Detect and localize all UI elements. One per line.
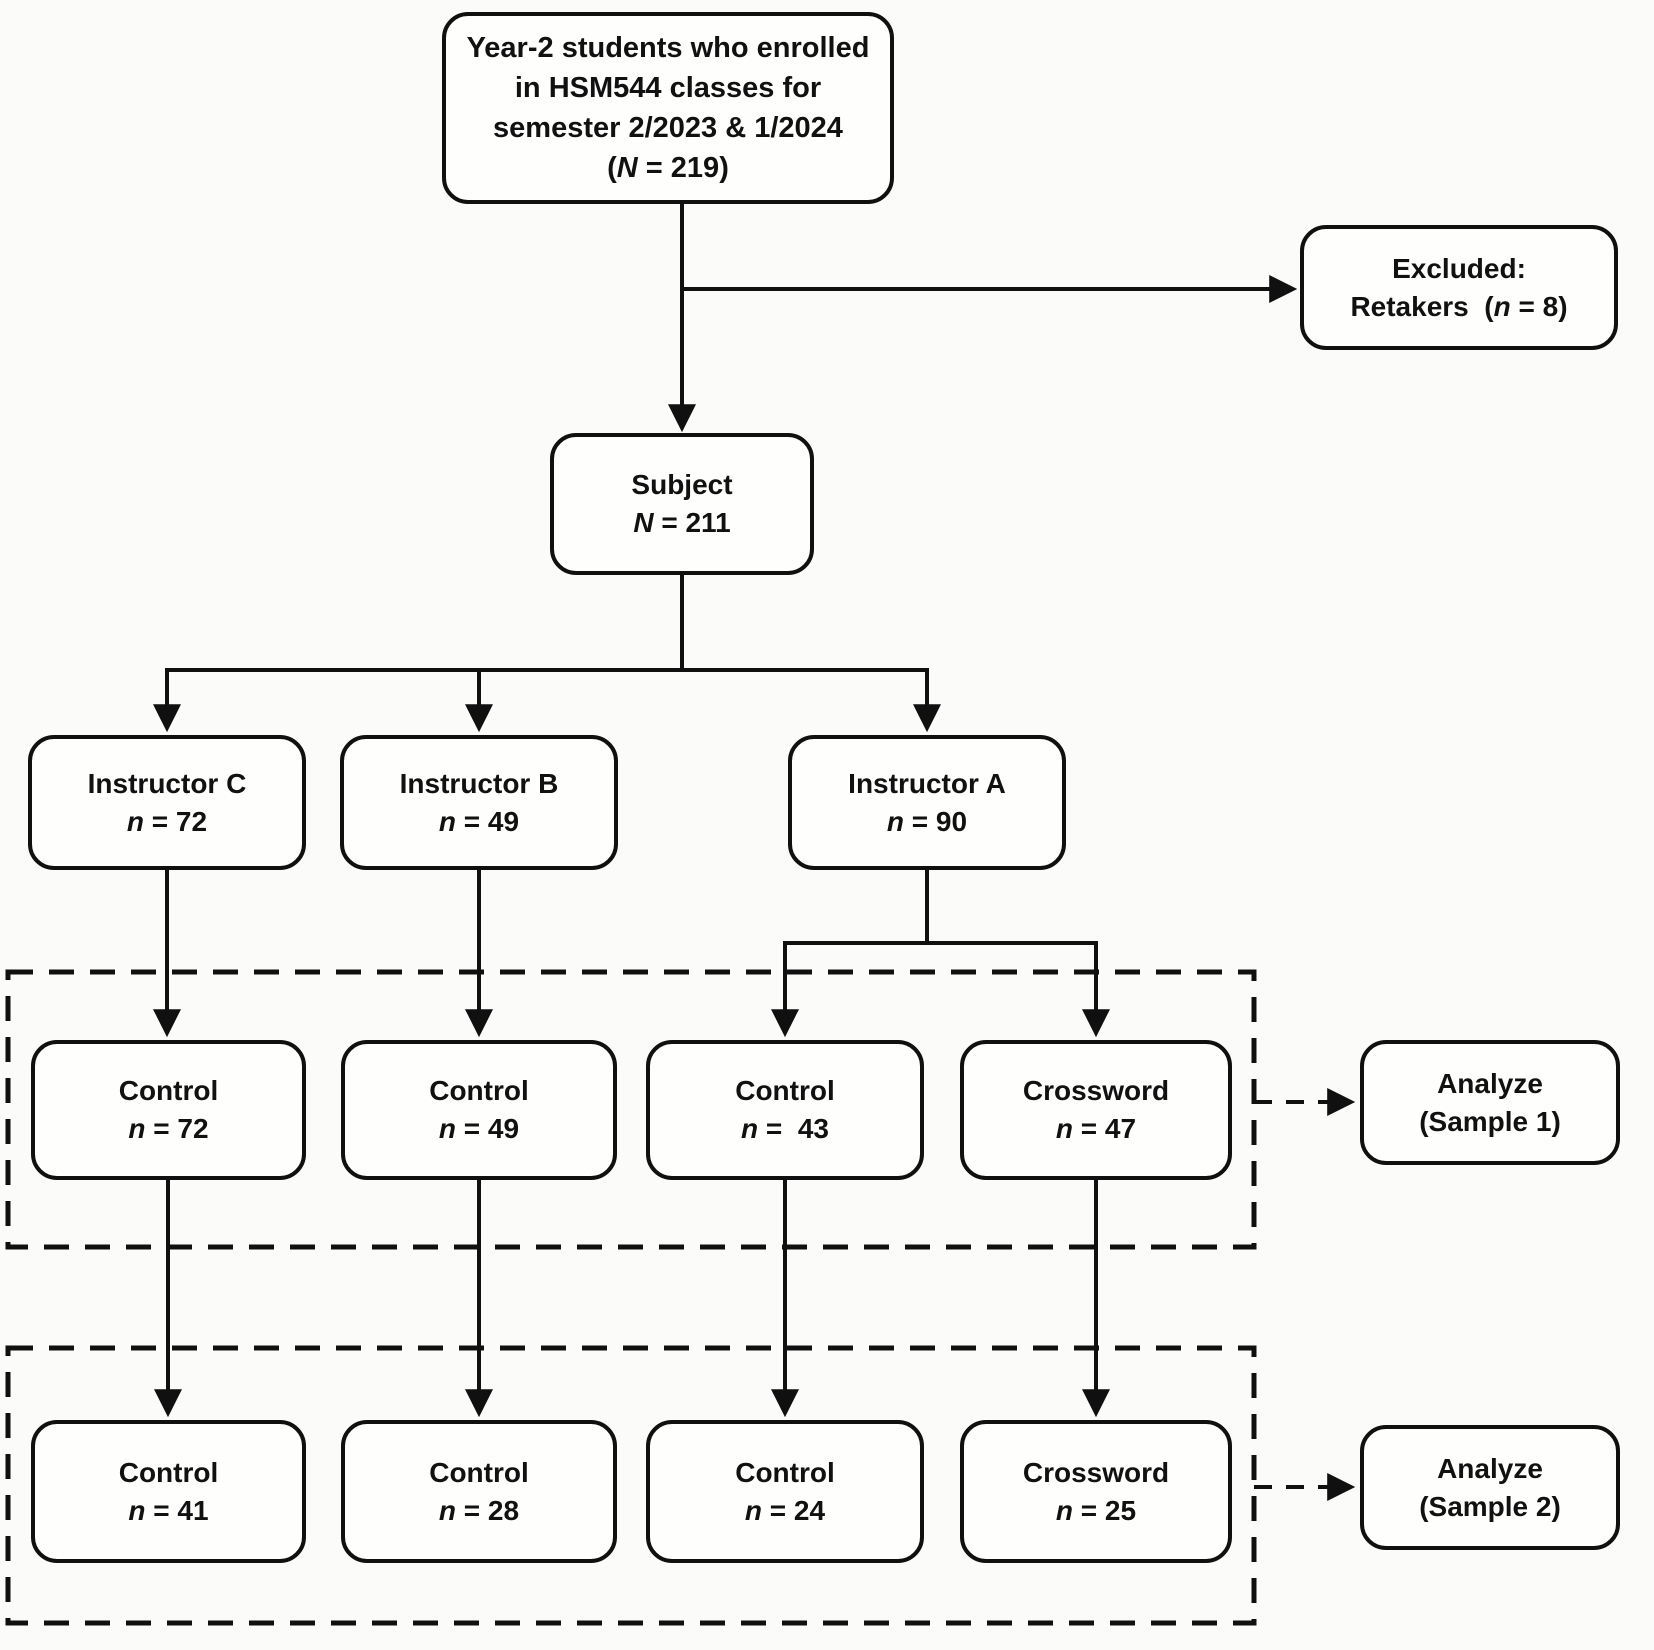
node-title-line: (Sample 2) bbox=[1419, 1490, 1561, 1522]
node-sample2-control-b: Control n = 28 bbox=[341, 1420, 617, 1563]
node-title-line: Instructor C bbox=[87, 767, 247, 799]
stat-variable: n bbox=[128, 1494, 146, 1526]
node-count: n = 28 bbox=[439, 1492, 519, 1530]
node-count: N = 211 bbox=[633, 504, 730, 542]
node-count: Retakers (n = 8) bbox=[1350, 288, 1567, 326]
stat-variable: n bbox=[128, 1113, 146, 1144]
node-sample1-control-b: Control n = 49 bbox=[341, 1040, 617, 1180]
stat-prefix: Retakers ( bbox=[1350, 290, 1494, 322]
node-count: (N = 219) bbox=[607, 148, 729, 188]
node-title-line: Analyze bbox=[1437, 1067, 1543, 1099]
node-title-line: semester 2/2023 & 1/2024 bbox=[493, 112, 843, 144]
stat-variable: n bbox=[744, 1494, 763, 1526]
stat-variable: n bbox=[1055, 1494, 1074, 1526]
node-count: n = 72 bbox=[127, 803, 207, 841]
stat-variable: n bbox=[438, 805, 457, 837]
node-title-line: Instructor A bbox=[848, 767, 1006, 799]
node-title-line: Instructor B bbox=[399, 767, 559, 799]
node-title-line: Crossword bbox=[1022, 1456, 1170, 1488]
stat-value: = 219 bbox=[637, 152, 720, 184]
node-analyze-sample1: Analyze (Sample 1) bbox=[1360, 1040, 1620, 1165]
stat-value: = 90 bbox=[904, 805, 968, 837]
stat-value: = 8 bbox=[1510, 290, 1559, 322]
stat-variable: n bbox=[438, 1494, 457, 1526]
node-instructor-b: Instructor B n = 49 bbox=[340, 735, 618, 870]
node-count: n = 47 bbox=[1056, 1110, 1136, 1148]
stat-value: = 49 bbox=[456, 805, 520, 837]
stat-variable: n bbox=[1055, 1113, 1074, 1144]
stat-variable: N bbox=[616, 152, 638, 184]
node-instructor-a: Instructor A n = 90 bbox=[788, 735, 1066, 870]
node-excluded: Excluded: Retakers (n = 8) bbox=[1300, 225, 1618, 350]
stat-suffix: ) bbox=[719, 152, 729, 184]
node-title-line: Control bbox=[429, 1075, 529, 1106]
node-title-line: Year-2 students who enrolled bbox=[466, 32, 870, 64]
stat-suffix: ) bbox=[1558, 290, 1568, 322]
stat-value: = 47 bbox=[1073, 1113, 1137, 1144]
stat-value: = 72 bbox=[145, 1113, 209, 1144]
node-count: n = 25 bbox=[1056, 1492, 1136, 1530]
node-sample1-crossword: Crossword n = 47 bbox=[960, 1040, 1232, 1180]
node-analyze-sample2: Analyze (Sample 2) bbox=[1360, 1425, 1620, 1550]
node-title-line: (Sample 1) bbox=[1419, 1105, 1561, 1137]
node-title-line: Excluded: bbox=[1392, 252, 1526, 284]
stat-prefix: ( bbox=[607, 152, 617, 184]
node-sample2-crossword: Crossword n = 25 bbox=[960, 1420, 1232, 1563]
stat-value: = 41 bbox=[145, 1494, 209, 1526]
node-title-line: Control bbox=[118, 1456, 219, 1488]
node-title-line: Analyze bbox=[1437, 1452, 1543, 1484]
node-title-line: Control bbox=[118, 1075, 219, 1106]
stat-variable: n bbox=[126, 805, 145, 837]
node-count: n = 41 bbox=[128, 1492, 208, 1530]
node-title-line: Crossword bbox=[1022, 1075, 1170, 1106]
stat-variable: n bbox=[438, 1113, 457, 1144]
node-title-line: Subject bbox=[631, 469, 733, 500]
stat-value: = 211 bbox=[653, 507, 731, 538]
stat-value: = 28 bbox=[456, 1494, 520, 1526]
stat-value: = 25 bbox=[1073, 1494, 1137, 1526]
node-count: n = 49 bbox=[439, 803, 519, 841]
node-count: n = 90 bbox=[887, 803, 967, 841]
node-instructor-c: Instructor C n = 72 bbox=[28, 735, 306, 870]
node-count: n = 72 bbox=[128, 1110, 208, 1148]
stat-value: = 72 bbox=[144, 805, 208, 837]
stat-value: = 49 bbox=[456, 1113, 520, 1144]
node-sample2-control-c: Control n = 41 bbox=[31, 1420, 306, 1563]
node-title-line: Control bbox=[735, 1456, 835, 1488]
stat-variable: N bbox=[633, 507, 654, 538]
stat-value: = 24 bbox=[762, 1494, 826, 1526]
node-enrolled-students: Year-2 students who enrolled in HSM544 c… bbox=[442, 12, 894, 204]
node-sample1-control-a: Control n = 43 bbox=[646, 1040, 924, 1180]
node-count: n = 24 bbox=[745, 1492, 825, 1530]
node-sample1-control-c: Control n = 72 bbox=[31, 1040, 306, 1180]
stat-variable: n bbox=[741, 1113, 759, 1144]
stat-value: = 43 bbox=[758, 1113, 829, 1144]
node-subject: Subject N = 211 bbox=[550, 433, 814, 575]
node-count: n = 49 bbox=[439, 1110, 519, 1148]
node-count: n = 43 bbox=[741, 1110, 829, 1148]
node-title-line: Control bbox=[429, 1456, 529, 1488]
stat-variable: n bbox=[1493, 290, 1511, 322]
stat-variable: n bbox=[886, 805, 905, 837]
node-sample2-control-a: Control n = 24 bbox=[646, 1420, 924, 1563]
node-title-line: in HSM544 classes for bbox=[514, 72, 822, 104]
node-title-line: Control bbox=[735, 1075, 835, 1106]
